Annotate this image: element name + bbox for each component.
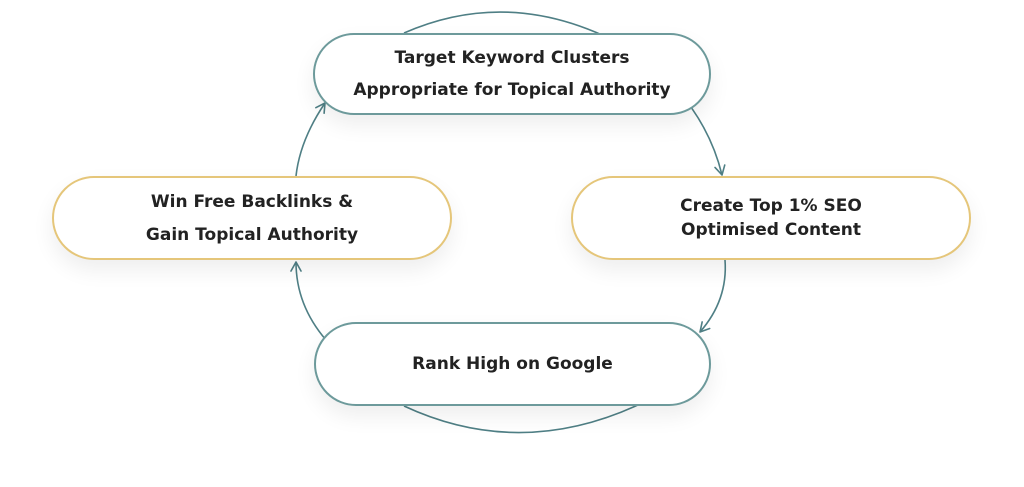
node-win-backlinks: Win Free Backlinks & Gain Topical Author… xyxy=(52,176,452,260)
node-top-line-1: Target Keyword Clusters xyxy=(394,48,630,68)
node-right-line-1: Create Top 1% SEO xyxy=(680,196,862,216)
arrow-right-to-bottom xyxy=(699,259,727,333)
arrow-bottom-to-left xyxy=(296,262,641,434)
node-target-keyword-clusters: Target Keyword Clusters Appropriate for … xyxy=(313,33,711,115)
node-bottom-line-1: Rank High on Google xyxy=(412,354,613,374)
node-rank-high: Rank High on Google xyxy=(314,322,711,406)
node-left-line-2: Gain Topical Authority xyxy=(145,224,359,245)
arrow-left-to-top xyxy=(295,102,326,177)
node-create-content: Create Top 1% SEO Optimised Content xyxy=(571,176,971,260)
node-left-line-1: Win Free Backlinks & xyxy=(150,191,354,212)
node-right-line-2: Optimised Content xyxy=(681,220,861,240)
node-top-line-2: Appropriate for Topical Authority xyxy=(353,80,671,100)
